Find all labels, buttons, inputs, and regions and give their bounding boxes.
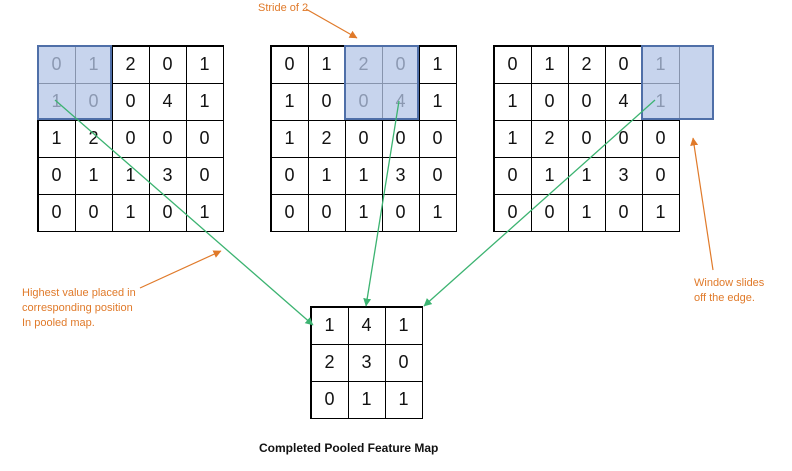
window-slides-note: Window slides off the edge. bbox=[694, 276, 784, 306]
window-highlight-off-edge bbox=[641, 45, 714, 120]
arrow-stride bbox=[305, 8, 358, 39]
highest-value-line-1: Highest value placed in bbox=[22, 287, 136, 299]
arrow-max-1-to-pooled bbox=[54, 99, 314, 326]
stride-label: Stride of 2 bbox=[258, 2, 309, 14]
highest-value-note: Highest value placed in corresponding po… bbox=[22, 286, 182, 331]
window-slides-line-2: off the edge. bbox=[694, 292, 755, 304]
arrow-window-note bbox=[690, 137, 714, 271]
window-slides-line-1: Window slides bbox=[694, 277, 765, 289]
arrow-max-4-to-pooled bbox=[363, 100, 400, 307]
arrow-highest-note bbox=[139, 250, 222, 289]
diagram-caption: Completed Pooled Feature Map bbox=[259, 441, 439, 455]
window-highlight-second bbox=[344, 45, 419, 120]
highest-value-line-2: corresponding position bbox=[22, 302, 133, 314]
highest-value-line-3: In pooled map. bbox=[22, 317, 95, 329]
input-grid-first-window: 0120110041120000113000101 bbox=[37, 45, 224, 232]
grid-c-cell: 1 bbox=[641, 193, 680, 232]
grid-b-cell: 1 bbox=[418, 193, 457, 232]
arrow-max-edge-to-pooled bbox=[423, 99, 656, 307]
window-highlight-first bbox=[37, 45, 112, 120]
pooled-cell: 1 bbox=[384, 380, 423, 419]
